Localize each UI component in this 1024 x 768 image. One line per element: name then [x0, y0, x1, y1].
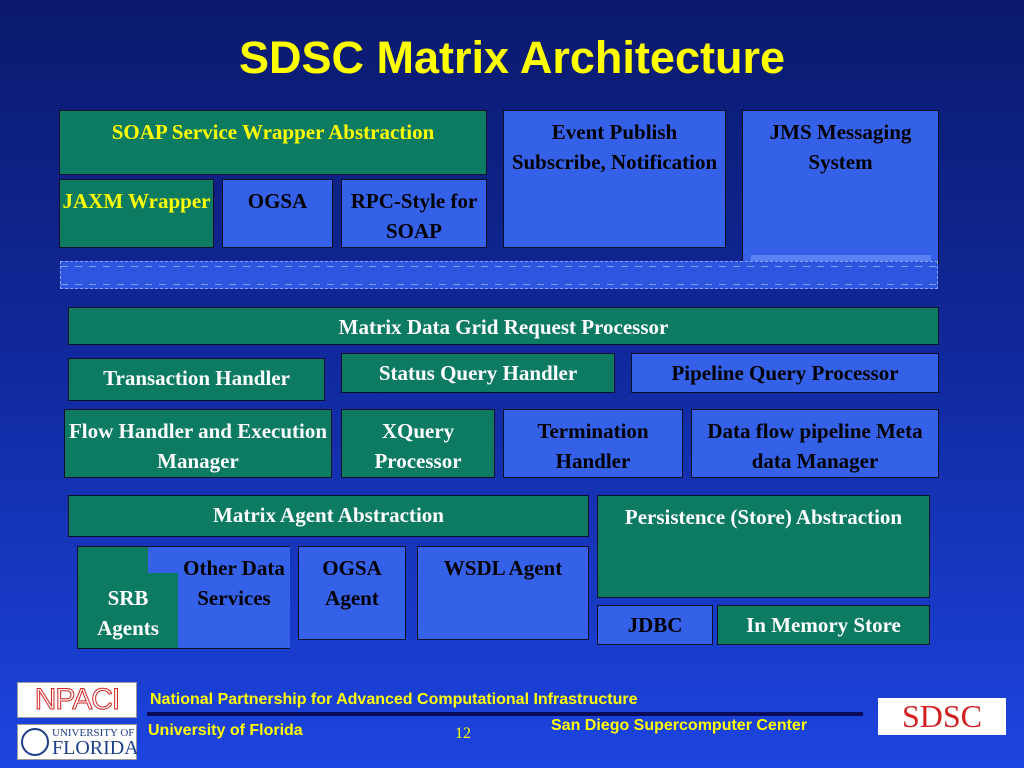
- event-publish-box: Event Publish Subscribe, Notification: [503, 110, 726, 248]
- in-memory-store-label: In Memory Store: [746, 613, 901, 637]
- agent-abstraction-label: Matrix Agent Abstraction: [213, 503, 444, 527]
- dataflow-pipeline-box: Data flow pipeline Meta data Manager: [691, 409, 939, 478]
- uf-seal-icon: [21, 728, 49, 756]
- transaction-handler-box: Transaction Handler: [68, 358, 325, 401]
- other-data-services-label: Other Data Services: [183, 556, 285, 610]
- npaci-full-name: National Partnership for Advanced Comput…: [150, 691, 638, 708]
- flow-handler-box: Flow Handler and Execution Manager: [64, 409, 332, 478]
- termination-handler-box: Termination Handler: [503, 409, 683, 478]
- persistence-abstraction-box: Persistence (Store) Abstraction: [597, 495, 930, 598]
- soap-wrapper-label: SOAP Service Wrapper Abstraction: [111, 120, 435, 144]
- jaxm-wrapper-label: JAXM Wrapper: [62, 189, 211, 213]
- xquery-processor-label: XQuery Processor: [374, 419, 462, 473]
- footer-divider: [147, 712, 863, 716]
- ogsa-agent-box: OGSA Agent: [298, 546, 406, 640]
- uf-logo-top: UNIVERSITY OF: [52, 727, 135, 739]
- jdbc-label: JDBC: [627, 613, 683, 637]
- npaci-logo-text: NPACI: [34, 683, 120, 717]
- ogsa-label: OGSA: [247, 189, 308, 213]
- request-processor-box: Matrix Data Grid Request Processor: [68, 307, 939, 345]
- flow-handler-label: Flow Handler and Execution Manager: [68, 419, 328, 473]
- rpc-style-box: RPC-Style for SOAP: [341, 179, 487, 248]
- agent-abstraction-box: Matrix Agent Abstraction: [68, 495, 589, 537]
- pipeline-query-label: Pipeline Query Processor: [671, 361, 899, 385]
- sdsc-logo-text: SDSC: [901, 698, 983, 734]
- srb-agents-label: SRB Agents: [97, 586, 159, 640]
- event-publish-label: Event Publish Subscribe, Notification: [511, 120, 718, 174]
- pipeline-query-box: Pipeline Query Processor: [631, 353, 939, 393]
- uf-logo-bottom: FLORIDA: [52, 737, 139, 759]
- in-memory-store-box: In Memory Store: [717, 605, 930, 645]
- jaxm-wrapper-box: JAXM Wrapper: [59, 179, 214, 248]
- page-number: 12: [455, 725, 471, 742]
- dashed-separator: [60, 261, 938, 289]
- slide-title: SDSC Matrix Architecture: [239, 32, 785, 83]
- uf-name: University of Florida: [148, 722, 303, 739]
- wsdl-agent-box: WSDL Agent: [417, 546, 589, 640]
- ogsa-agent-label: OGSA Agent: [322, 556, 382, 610]
- jdbc-box: JDBC: [597, 605, 713, 645]
- xquery-processor-box: XQuery Processor: [341, 409, 495, 478]
- status-query-box: Status Query Handler: [341, 353, 615, 393]
- ogsa-box: OGSA: [222, 179, 333, 248]
- status-query-label: Status Query Handler: [378, 361, 578, 385]
- request-processor-label: Matrix Data Grid Request Processor: [338, 315, 669, 339]
- sdsc-logo: SDSC: [878, 698, 1006, 735]
- jms-messaging-label: JMS Messaging System: [769, 120, 912, 174]
- soap-wrapper-box: SOAP Service Wrapper Abstraction: [59, 110, 487, 175]
- other-data-services-panel: Other Data Services: [178, 547, 290, 648]
- transaction-handler-label: Transaction Handler: [103, 366, 290, 390]
- wsdl-agent-label: WSDL Agent: [443, 556, 563, 580]
- uf-logo: UNIVERSITY OF FLORIDA: [17, 724, 139, 760]
- sdsc-full-name: San Diego Supercomputer Center: [551, 717, 808, 734]
- npaci-logo: NPACI: [17, 682, 137, 718]
- srb-agents-box: SRB Agents Other Data Services: [77, 546, 290, 649]
- srb-corner-accent: [148, 547, 178, 573]
- termination-handler-label: Termination Handler: [537, 419, 649, 473]
- persistence-abstraction-label: Persistence (Store) Abstraction: [624, 505, 903, 529]
- rpc-style-label: RPC-Style for SOAP: [350, 189, 478, 243]
- dataflow-pipeline-label: Data flow pipeline Meta data Manager: [707, 419, 923, 473]
- jms-messaging-box: JMS Messaging System: [742, 110, 939, 281]
